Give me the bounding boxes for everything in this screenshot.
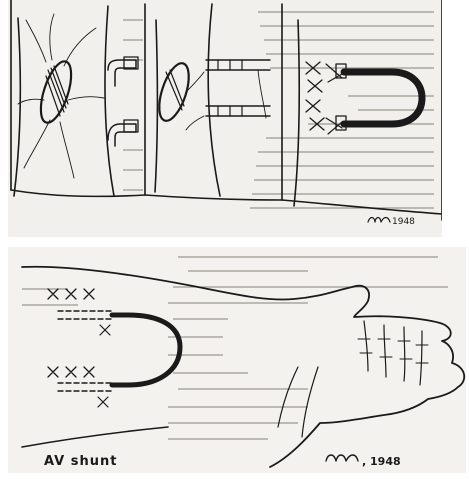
year-top: 1948 [392, 217, 415, 227]
bottom-illustration-panel: AV shunt , 1948 [8, 247, 466, 473]
artist-signature-bottom [326, 455, 358, 461]
step-3-u-shunt [282, 20, 442, 214]
top-illustration-panel: 1948 [8, 0, 442, 237]
bleed-through-text-bottom [22, 257, 448, 439]
step-1-incision [11, 6, 145, 196]
shunt-loop [48, 289, 180, 407]
shunt-placement-drawing: 1948 [8, 0, 442, 237]
step-2-cannulation [145, 4, 282, 200]
bleed-through-text-top [123, 12, 438, 208]
av-shunt-drawing: AV shunt , 1948 [8, 247, 466, 473]
arm-hand-outline [22, 267, 464, 467]
figure-caption: AV shunt [44, 454, 117, 469]
artist-signature-top [368, 218, 390, 223]
year-bottom: , 1948 [362, 455, 401, 468]
